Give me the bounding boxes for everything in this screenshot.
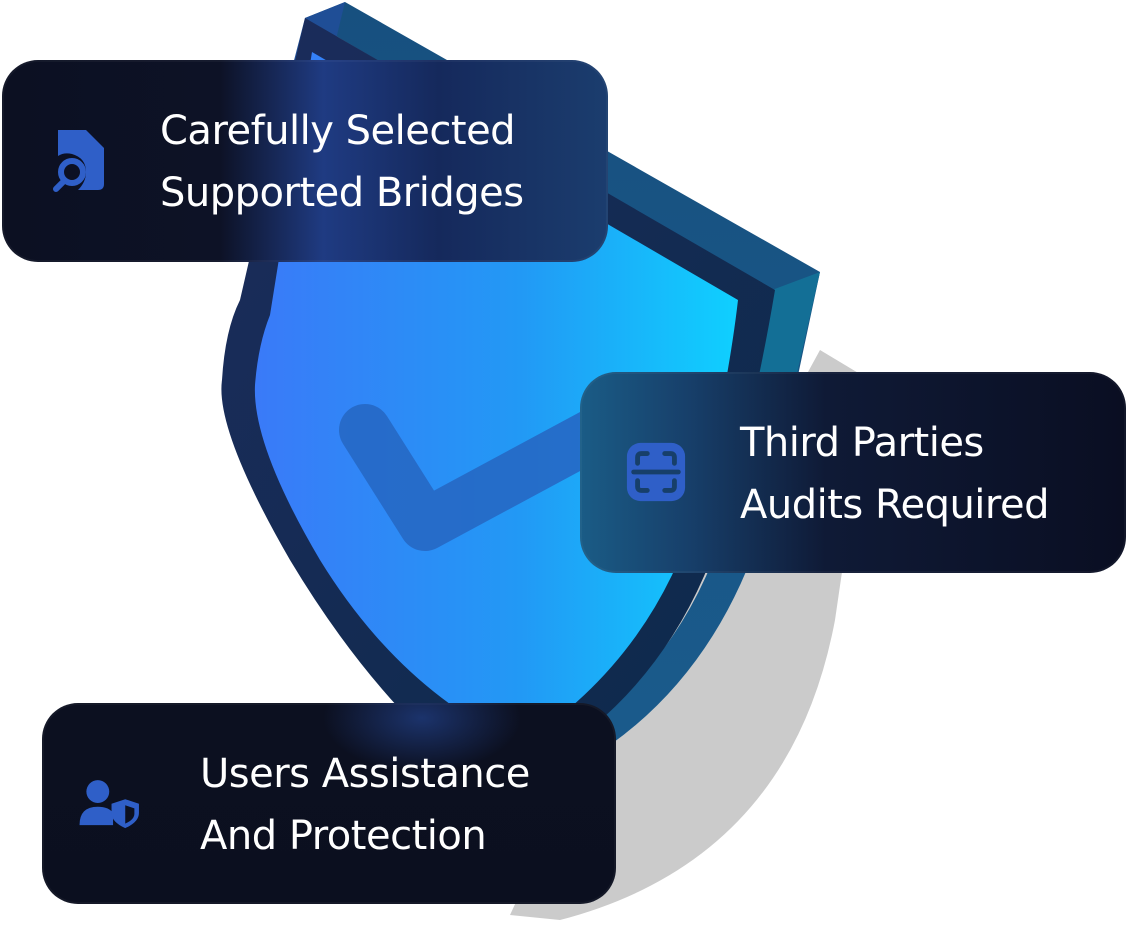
feature-card-protection: Users Assistance And Protection bbox=[42, 703, 616, 904]
card-title: Third Parties Audits Required bbox=[740, 420, 1049, 528]
card-title: Users Assistance And Protection bbox=[200, 751, 530, 859]
user-shield-icon bbox=[78, 771, 142, 835]
card-title: Carefully Selected Supported Bridges bbox=[160, 108, 524, 216]
scan-frame-icon bbox=[624, 440, 688, 504]
feature-card-bridges: Carefully Selected Supported Bridges bbox=[2, 60, 608, 262]
check-mark bbox=[339, 394, 646, 551]
feature-card-audits: Third Parties Audits Required bbox=[580, 372, 1126, 573]
document-search-icon bbox=[48, 128, 112, 192]
